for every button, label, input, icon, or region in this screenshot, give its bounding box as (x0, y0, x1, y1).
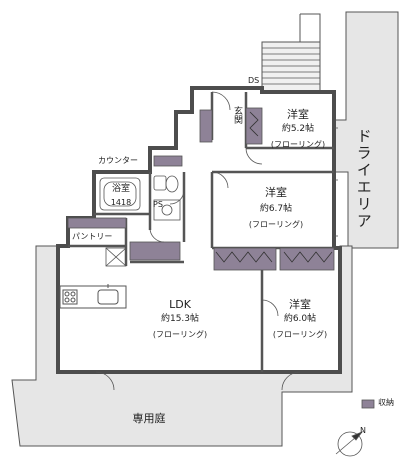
storage-6-0-closet (279, 247, 335, 271)
kitchen-counter (59, 284, 127, 309)
ldk-floor: (フローリング) (152, 330, 208, 339)
pantry-label: パントリー (72, 232, 113, 241)
legend-storage-label: 収納 (378, 398, 394, 407)
stove-icon (62, 289, 78, 305)
north-label: N (360, 426, 366, 435)
storage-counter (153, 155, 183, 167)
door-swings (95, 91, 301, 391)
ldk-name: LDK (169, 298, 191, 311)
sink-icon (97, 289, 119, 305)
bath-size: 1418 (110, 198, 132, 207)
fridge-space (105, 247, 127, 267)
exterior-walls (56, 86, 342, 374)
unit-floor (58, 88, 340, 372)
storage-legend-swatch (361, 399, 375, 409)
counter-label: カウンター (98, 156, 138, 165)
room-6-0-floor: (フローリング) (272, 330, 328, 339)
ps-label: PS (153, 200, 163, 209)
storage-6-7-closet (213, 247, 277, 271)
storage-entry (199, 109, 213, 143)
storage-5-2-closet (245, 107, 263, 145)
room-6-0-size: 約6.0帖 (283, 314, 317, 324)
garden-label: 専用庭 (132, 412, 166, 425)
stairs (261, 13, 321, 93)
room-5-2-floor: (フローリング) (270, 140, 326, 149)
dry-area-label: ドライエリア (354, 128, 373, 230)
storage-areas (67, 107, 375, 409)
storage-pantry (67, 217, 127, 229)
washroom-fixtures (153, 175, 181, 221)
room-6-7-size: 約6.7帖 (259, 204, 293, 214)
bathtub (99, 177, 141, 211)
room-6-0-name: 洋室 (289, 298, 311, 311)
room-6-7-name: 洋室 (265, 186, 287, 199)
north-arrow (335, 431, 364, 457)
room-5-2-size: 約5.2帖 (281, 124, 315, 134)
dry-area (333, 11, 399, 249)
room-6-7-floor: (フローリング) (248, 220, 304, 229)
bath-name: 浴室 (111, 184, 130, 194)
genkan-label: 玄関 (232, 106, 242, 124)
windows (334, 127, 338, 237)
ldk-size: 約15.3帖 (160, 314, 200, 324)
closet-doors (215, 111, 333, 263)
room-5-2-name: 洋室 (287, 108, 309, 121)
ds-label: DS (248, 76, 260, 85)
storage-hall (129, 241, 181, 261)
